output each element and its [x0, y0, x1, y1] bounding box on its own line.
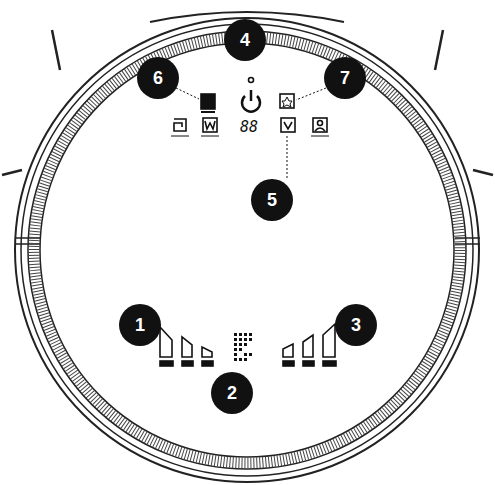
callout-circle: 3 [335, 304, 377, 346]
callout-number: 5 [251, 179, 293, 221]
callout-number: 3 [335, 304, 377, 346]
callout-circle: 2 [211, 372, 253, 414]
callout-circle: 6 [137, 57, 179, 99]
digit-display: 88 [240, 120, 258, 135]
callout-number: 4 [224, 19, 266, 61]
callout-circle: 4 [224, 19, 266, 61]
callout-circle: 5 [251, 179, 293, 221]
callout-number: 2 [211, 372, 253, 414]
callout-circle: 1 [119, 304, 161, 346]
callout-number: 6 [137, 57, 179, 99]
callout-number: 1 [119, 304, 161, 346]
callout-number: 7 [324, 57, 366, 99]
callout-circle: 7 [324, 57, 366, 99]
